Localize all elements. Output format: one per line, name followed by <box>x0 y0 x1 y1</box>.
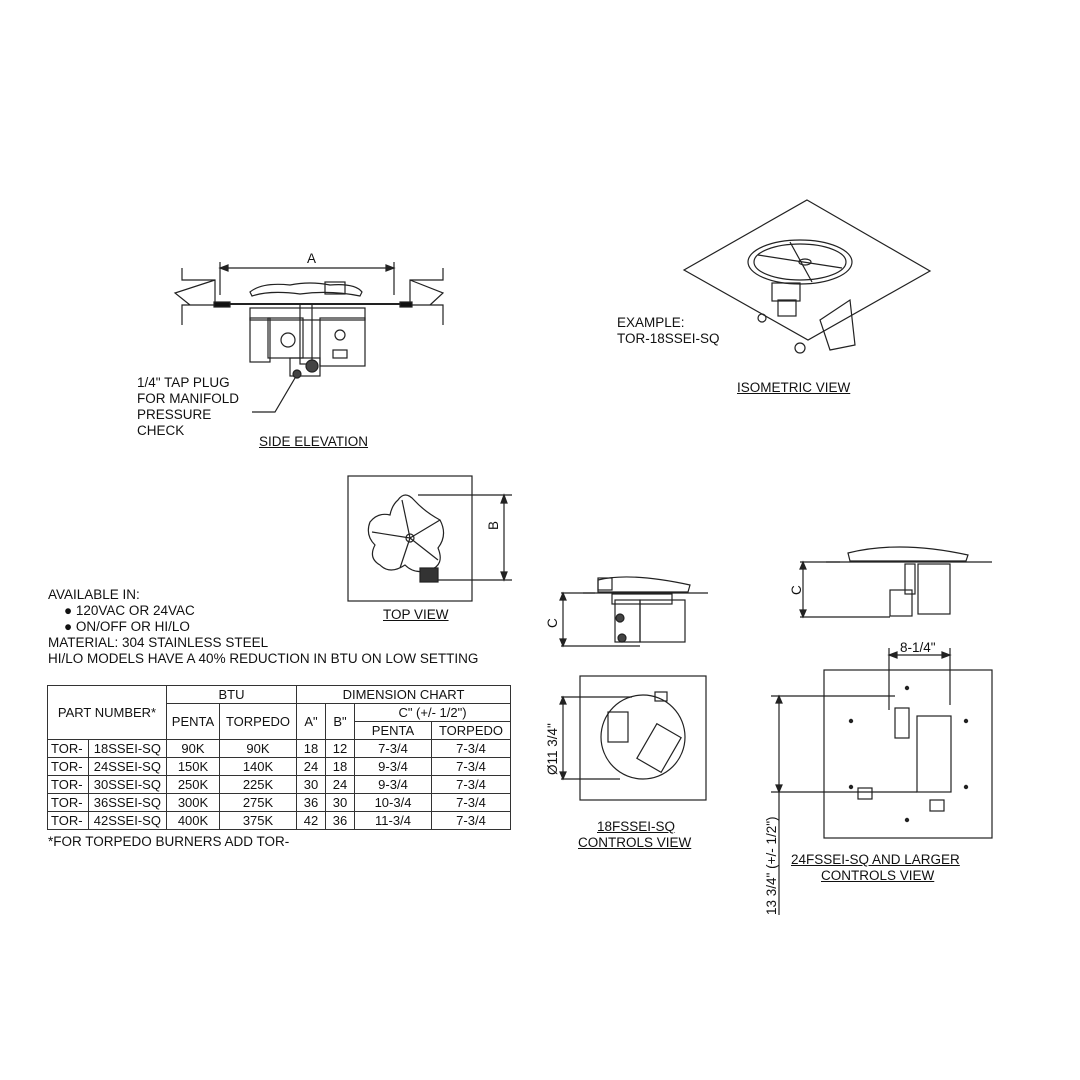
btu-torpedo: 140K <box>219 757 297 776</box>
header-a: A" <box>296 703 326 740</box>
btu-penta: 250K <box>166 775 220 794</box>
controls-18-drawing <box>559 576 708 801</box>
btu-torpedo: 90K <box>219 739 297 758</box>
part-prefix: TOR- <box>47 811 89 830</box>
height-dimension-label: 13 3/4" (+/- 1/2") <box>764 816 779 915</box>
part-number: 30SSEI-SQ <box>87 775 168 794</box>
material-note: MATERIAL: 304 STAINLESS STEEL <box>48 635 269 650</box>
part-prefix: TOR- <box>47 757 89 776</box>
dim-a: 42 <box>296 811 326 830</box>
dim-a: 30 <box>296 775 326 794</box>
header-btu-penta: PENTA <box>166 703 220 740</box>
example-part-number: TOR-18SSEI-SQ <box>617 331 720 346</box>
part-number: 42SSEI-SQ <box>87 811 168 830</box>
header-part-number: PART NUMBER* <box>47 685 167 740</box>
dim-c-penta: 7-3/4 <box>354 739 432 758</box>
btu-torpedo: 375K <box>219 811 297 830</box>
available-in-heading: AVAILABLE IN: <box>48 587 140 602</box>
dim-b: 12 <box>325 739 355 758</box>
width-dimension-label: 8-1/4" <box>900 640 936 655</box>
dim-a: 18 <box>296 739 326 758</box>
option-voltage-text: 120VAC OR 24VAC <box>75 603 195 618</box>
tap-plug-callout-line4: CHECK <box>137 423 185 438</box>
dim-c-penta: 10-3/4 <box>354 793 432 812</box>
btu-penta: 90K <box>166 739 220 758</box>
table-row: TOR- 36SSEI-SQ 300K 275K 36 30 10-3/4 7-… <box>47 793 511 812</box>
header-c-torpedo: TORPEDO <box>431 721 511 740</box>
dimension-b-label: B <box>486 520 501 530</box>
dim-a: 36 <box>296 793 326 812</box>
tap-plug-callout-line1: 1/4" TAP PLUG <box>137 375 230 390</box>
diameter-label: Ø11 3/4" <box>545 723 560 775</box>
header-c-penta: PENTA <box>354 721 432 740</box>
dim-b: 24 <box>325 775 355 794</box>
btu-penta: 300K <box>166 793 220 812</box>
option-bullet-voltage: ● 120VAC OR 24VAC <box>64 603 195 618</box>
tap-plug-callout-line2: FOR MANIFOLD <box>137 391 240 406</box>
dim-c-torpedo: 7-3/4 <box>431 775 511 794</box>
dim-c-penta: 9-3/4 <box>354 775 432 794</box>
table-footnote: *FOR TORPEDO BURNERS ADD TOR- <box>48 834 290 849</box>
dim-b: 36 <box>325 811 355 830</box>
dim-a: 24 <box>296 757 326 776</box>
header-c: C" (+/- 1/2") <box>354 703 511 722</box>
hilo-note: HI/LO MODELS HAVE A 40% REDUCTION IN BTU… <box>48 651 479 666</box>
part-prefix: TOR- <box>47 793 89 812</box>
btu-penta: 400K <box>166 811 220 830</box>
top-view-title: TOP VIEW <box>383 607 449 622</box>
dimension-chart-table: PART NUMBER* BTU DIMENSION CHART PENTA T… <box>47 685 511 830</box>
isometric-view-title: ISOMETRIC VIEW <box>737 380 851 395</box>
btu-torpedo: 225K <box>219 775 297 794</box>
table-row: TOR- 24SSEI-SQ 150K 140K 24 18 9-3/4 7-3… <box>47 757 511 776</box>
dim-c-torpedo: 7-3/4 <box>431 739 511 758</box>
dim-c-penta: 11-3/4 <box>354 811 432 830</box>
top-view-drawing <box>347 475 512 602</box>
option-bullet-control: ● ON/OFF OR HI/LO <box>64 619 190 634</box>
part-number: 18SSEI-SQ <box>87 739 168 758</box>
table-row: TOR- 18SSEI-SQ 90K 90K 18 12 7-3/4 7-3/4 <box>47 739 511 758</box>
dim-c-torpedo: 7-3/4 <box>431 757 511 776</box>
controls-24-drawing <box>771 546 993 915</box>
header-b: B" <box>325 703 355 740</box>
part-prefix: TOR- <box>47 775 89 794</box>
btu-penta: 150K <box>166 757 220 776</box>
header-dimension-chart: DIMENSION CHART <box>296 685 511 704</box>
controls-24-title-line2: CONTROLS VIEW <box>821 868 935 883</box>
btu-torpedo: 275K <box>219 793 297 812</box>
side-elevation-title: SIDE ELEVATION <box>259 434 369 449</box>
dim-b: 30 <box>325 793 355 812</box>
dim-c-penta: 9-3/4 <box>354 757 432 776</box>
part-number: 36SSEI-SQ <box>87 793 168 812</box>
controls-24-title-line1: 24FSSEI-SQ AND LARGER <box>791 852 960 867</box>
dimension-c-label-24: C <box>789 585 804 595</box>
table-row: TOR- 42SSEI-SQ 400K 375K 42 36 11-3/4 7-… <box>47 811 511 830</box>
example-label: EXAMPLE: <box>617 315 685 330</box>
dim-c-torpedo: 7-3/4 <box>431 793 511 812</box>
header-btu-torpedo: TORPEDO <box>219 703 297 740</box>
tap-plug-callout-line3: PRESSURE <box>137 407 212 422</box>
table-row: TOR- 30SSEI-SQ 250K 225K 30 24 9-3/4 7-3… <box>47 775 511 794</box>
part-number: 24SSEI-SQ <box>87 757 168 776</box>
option-control-text: ON/OFF OR HI/LO <box>75 619 190 634</box>
dimension-c-label-18: C <box>545 618 560 628</box>
controls-18-title-line2: CONTROLS VIEW <box>578 835 692 850</box>
part-prefix: TOR- <box>47 739 89 758</box>
dim-b: 18 <box>325 757 355 776</box>
side-elevation-drawing <box>173 262 445 413</box>
header-btu: BTU <box>166 685 297 704</box>
dim-c-torpedo: 7-3/4 <box>431 811 511 830</box>
controls-18-title-line1: 18FSSEI-SQ <box>597 819 676 834</box>
isometric-drawing <box>682 199 932 354</box>
dimension-a-label: A <box>307 251 317 266</box>
